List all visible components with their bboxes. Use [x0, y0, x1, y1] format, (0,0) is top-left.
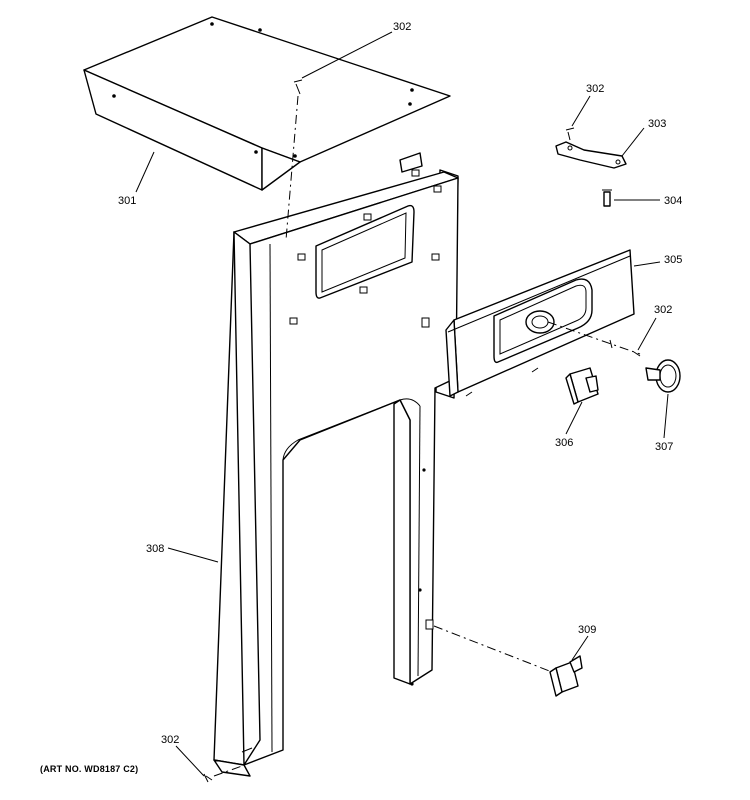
- callout-305: 305: [664, 254, 682, 266]
- part-304-screw: [602, 189, 612, 207]
- callout-303: 303: [648, 118, 666, 130]
- part-303-bracket: [555, 127, 627, 169]
- callout-302-knob: 302: [654, 304, 672, 316]
- callout-308: 308: [146, 543, 164, 555]
- callout-labels: 301 302 302 303 304 305 302 306 307 308 …: [118, 21, 682, 746]
- callout-306: 306: [555, 437, 573, 449]
- callout-304: 304: [664, 195, 682, 207]
- part-302-screw-bottom: [203, 765, 243, 783]
- leader-lines: [135, 31, 669, 777]
- part-307-knob: [633, 351, 681, 393]
- part-306-switch: [565, 367, 599, 405]
- art-number: (ART NO. WD8187 C2): [40, 764, 139, 774]
- callout-309: 309: [578, 624, 596, 636]
- callout-302-bracket: 302: [586, 83, 604, 95]
- callout-301: 301: [118, 195, 136, 207]
- part-301-top-cover: [83, 16, 451, 191]
- part-309-switch: [433, 625, 583, 697]
- part-302-screw-top: [285, 79, 303, 241]
- callout-307: 307: [655, 441, 673, 453]
- part-305-control-panel: [445, 249, 641, 397]
- part-308-panel: [213, 152, 459, 777]
- callout-302-top: 302: [393, 21, 411, 33]
- callout-302-bottom: 302: [161, 734, 179, 746]
